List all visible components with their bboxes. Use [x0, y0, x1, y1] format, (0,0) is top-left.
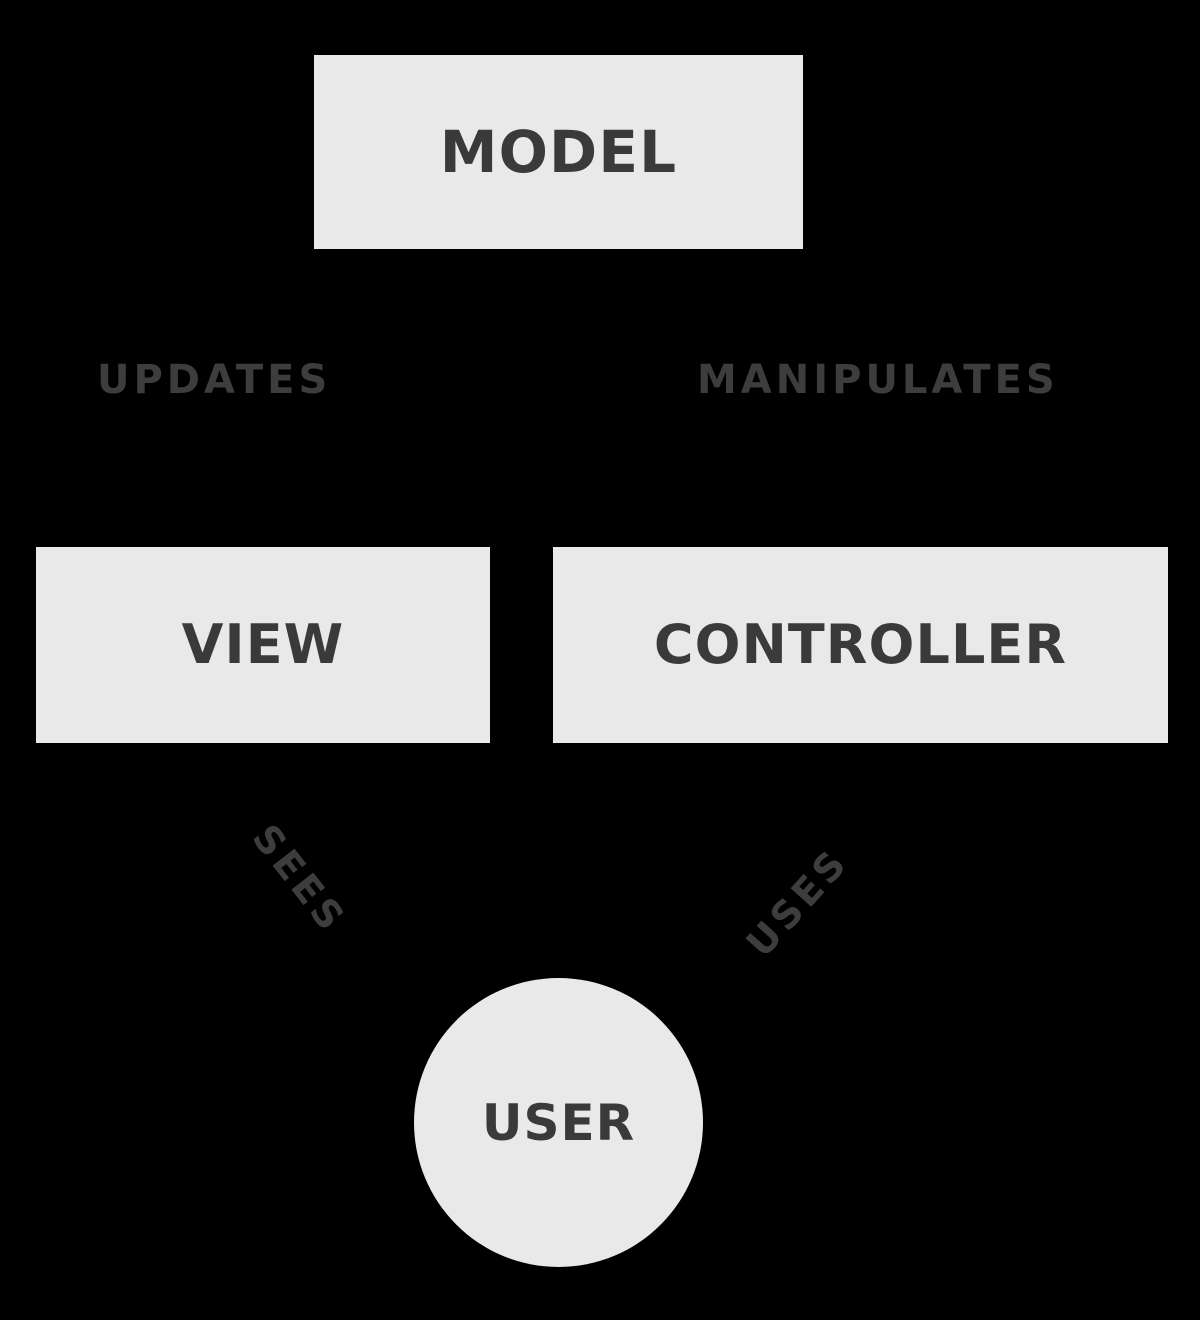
- node-model-label: MODEL: [439, 118, 678, 186]
- node-user-label: USER: [481, 1093, 636, 1152]
- edge-label-updates: UPDATES: [97, 357, 332, 403]
- edge-label-uses: USES: [737, 839, 858, 966]
- node-view[interactable]: VIEW: [36, 547, 490, 743]
- edge-label-sees: SEES: [243, 816, 356, 942]
- edge-label-manipulates: MANIPULATES: [697, 357, 1059, 403]
- node-controller[interactable]: CONTROLLER: [553, 547, 1168, 743]
- node-controller-label: CONTROLLER: [653, 613, 1068, 676]
- node-view-label: VIEW: [181, 613, 345, 676]
- node-user[interactable]: USER: [414, 978, 703, 1267]
- node-model[interactable]: MODEL: [314, 55, 803, 249]
